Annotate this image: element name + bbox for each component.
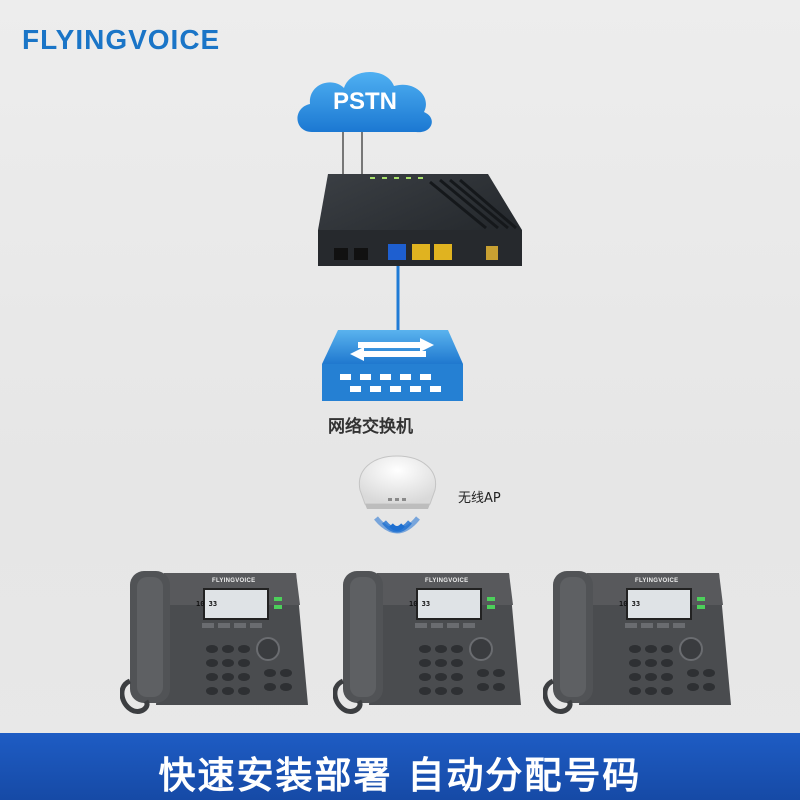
ip-phone-1: FLYINGVOICE 10 33 [119,565,310,715]
switch-label: 网络交换机 [328,417,413,437]
ip-phone-2: FLYINGVOICE 10 33 [332,565,523,715]
voip-gateway [310,170,530,275]
wifi-signal-icon [374,516,420,534]
ip-phone-icon [542,571,731,714]
pstn-label: PSTN [332,88,397,115]
footer-banner: 快速安装部署 自动分配号码 [0,733,800,800]
flyingvoice-logo: FLYINGVOICE [22,24,221,55]
voip-gateway-icon [318,174,522,266]
phone-screen-time: 10 33 [196,600,218,608]
phone-brand: FLYINGVOICE [635,578,679,584]
ip-phone-3: FLYINGVOICE 10 33 [542,565,733,715]
phone-screen-time: 10 33 [619,600,641,608]
ap-label: 无线AP [458,491,501,506]
footer-slogan: 快速安装部署 自动分配号码 [158,754,642,797]
phone-screen-time: 10 33 [409,600,431,608]
wireless-ap [350,452,445,512]
network-switch-icon [322,330,463,401]
phone-brand: FLYINGVOICE [425,578,469,584]
ip-phone-icon [119,571,308,714]
network-switch [320,328,465,403]
wifi-signal [372,510,422,548]
ip-phone-icon [332,571,521,714]
phone-brand: FLYINGVOICE [212,578,256,584]
wireless-ap-icon [358,455,437,509]
pstn-cloud: PSTN [290,62,440,142]
cloud-icon [297,71,432,133]
